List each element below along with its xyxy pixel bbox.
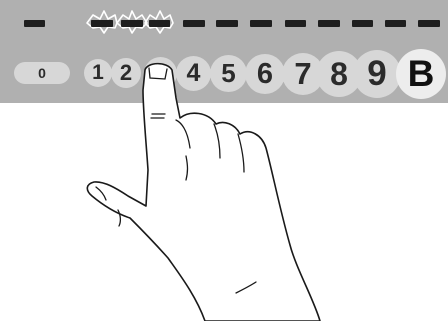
hand-pressing-key-icon xyxy=(87,64,320,321)
lit-segments xyxy=(91,20,170,27)
